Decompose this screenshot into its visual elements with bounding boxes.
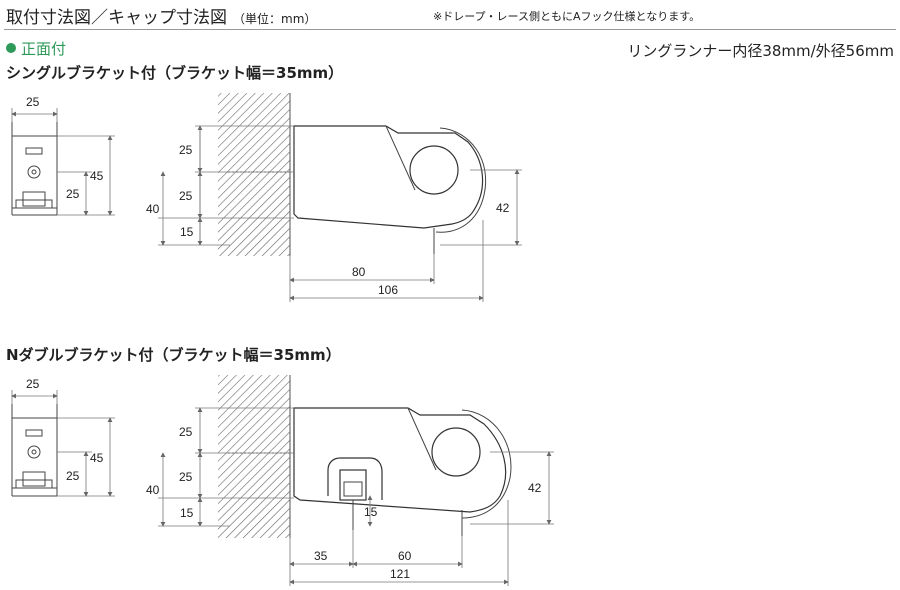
cap-drawing-double: [11, 390, 115, 497]
cap-drawing-single: [11, 108, 115, 216]
bullet-dot-icon: [6, 43, 16, 53]
runner-spec: リングランナー内径38mm/外径56mm: [627, 42, 894, 60]
title-text: 取付寸法図／キャップ寸法図: [6, 8, 227, 28]
cap-dim-width: 25: [26, 95, 40, 109]
wall-hatch: [218, 93, 290, 256]
dim-hook-15: 15: [364, 505, 378, 519]
dim-runner-42: 42: [496, 201, 510, 215]
hook-note: ※ドレープ・レース側ともにAフック仕様となります。: [433, 10, 701, 23]
dim-lower-15-2: 15: [180, 506, 194, 520]
dim-mid-25: 25: [179, 189, 193, 203]
cap-dim-width-2: 25: [26, 377, 40, 391]
dim-spacing-60: 60: [398, 549, 412, 563]
cap-dim-height: 45: [90, 169, 104, 183]
dim-mid-25-2: 25: [179, 470, 193, 484]
dim-depth-80: 80: [352, 265, 366, 279]
dim-upper-25: 25: [179, 143, 193, 157]
wall-hatch-2: [218, 375, 290, 538]
header-divider: [4, 29, 896, 30]
page-title: 取付寸法図／キャップ寸法図 （単位：mm）: [6, 3, 316, 28]
bracket-drawing-double: [158, 375, 554, 586]
cap-dim-hole: 25: [66, 187, 80, 201]
cap-dim-height-2: 45: [90, 451, 104, 465]
dim-depth-121: 121: [390, 567, 410, 581]
section-title-double: Nダブルブラケット付（ブラケット幅＝35mm）: [6, 346, 341, 364]
cap-dim-hole-2: 25: [66, 469, 80, 483]
dim-lower-15: 15: [180, 225, 194, 239]
dim-total-40-2: 40: [146, 483, 160, 497]
dim-offset-35: 35: [314, 549, 328, 563]
dim-runner-42-2: 42: [528, 481, 542, 495]
unit-label: （単位：mm）: [233, 12, 317, 26]
section-title-single: シングルブラケット付（ブラケット幅＝35mm）: [6, 64, 344, 82]
dim-depth-106: 106: [378, 283, 398, 297]
dim-upper-25-2: 25: [179, 425, 193, 439]
bracket-drawing-single: [158, 93, 522, 302]
mount-type: 正面付: [6, 38, 66, 59]
dim-total-40: 40: [146, 202, 160, 216]
mount-type-label: 正面付: [21, 40, 67, 58]
